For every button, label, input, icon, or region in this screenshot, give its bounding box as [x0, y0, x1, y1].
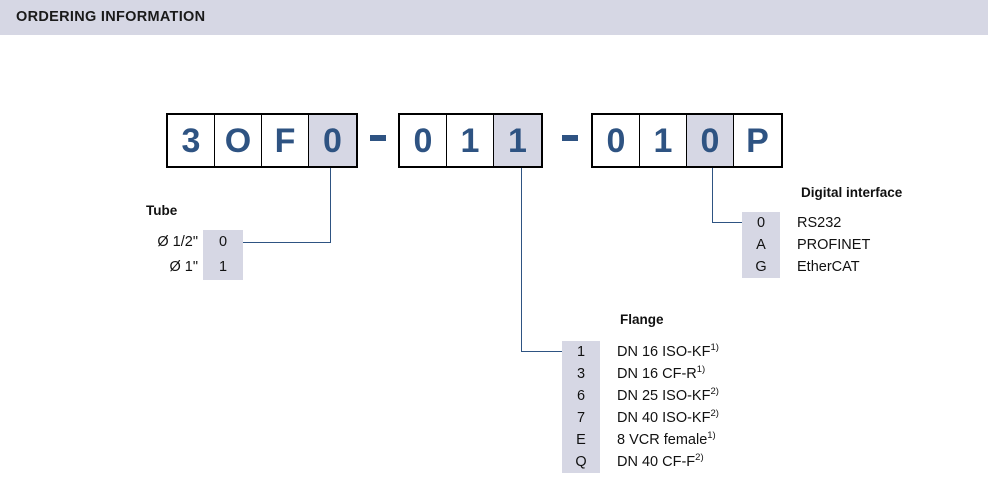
option-labels-tube: Ø 1/2" Ø 1": [130, 230, 198, 280]
connector-flange-vertical: [521, 168, 523, 352]
order-code-cell: 0: [400, 115, 447, 166]
option-footnote-marker: 2): [695, 452, 704, 464]
option-description-text: PROFINET: [797, 237, 871, 253]
order-code-separator-1: [370, 135, 386, 141]
order-code-cell: 3: [168, 115, 215, 166]
connector-tube-vertical: [330, 168, 332, 243]
option-description-text: EtherCAT: [797, 259, 860, 275]
option-code: Q: [575, 454, 587, 470]
page-title: ORDERING INFORMATION: [16, 9, 206, 25]
option-code: 1: [218, 259, 228, 275]
option-code: 6: [576, 388, 586, 404]
connector-digital-interface-vertical: [712, 168, 714, 223]
section-header-bar: ORDERING INFORMATION: [0, 0, 988, 35]
option-code: 1: [576, 344, 586, 360]
option-description: DN 16 ISO-KF1): [617, 341, 719, 363]
option-description: PROFINET: [797, 234, 870, 256]
option-footnote-marker: 2): [710, 408, 719, 420]
option-code: 7: [576, 410, 586, 426]
order-code-separator-2: [562, 135, 578, 141]
option-description-text: DN 16 CF-R: [617, 366, 697, 382]
order-code-cell: P: [734, 115, 781, 166]
option-description: DN 40 ISO-KF2): [617, 407, 719, 429]
order-code-cell: O: [215, 115, 262, 166]
option-code: 3: [576, 366, 586, 382]
option-descriptions-flange: DN 16 ISO-KF1)DN 16 CF-R1)DN 25 ISO-KF2)…: [617, 341, 719, 473]
option-description-text: DN 40 ISO-KF: [617, 410, 711, 426]
option-code: A: [756, 237, 766, 253]
connector-flange-horizontal: [521, 351, 563, 353]
option-code: G: [755, 259, 767, 275]
option-description: DN 25 ISO-KF2): [617, 385, 719, 407]
order-code-cell: 0: [593, 115, 640, 166]
option-label: Ø 1": [169, 259, 198, 275]
option-code: E: [576, 432, 586, 448]
order-code-cell: 1: [640, 115, 687, 166]
option-footnote-marker: 1): [696, 364, 706, 376]
connector-tube-horizontal: [243, 242, 331, 244]
option-code: 0: [756, 215, 766, 231]
option-description: EtherCAT: [797, 256, 870, 278]
option-description: RS232: [797, 212, 870, 234]
option-description: 8 VCR female1): [617, 429, 719, 451]
option-description: DN 40 CF-F2): [617, 451, 719, 473]
order-code-cell: 0: [687, 115, 734, 166]
option-title-tube: Tube: [146, 203, 178, 218]
option-title-digital-interface: Digital interface: [801, 185, 903, 200]
option-description-text: 8 VCR female: [617, 432, 708, 448]
option-footnote-marker: 2): [710, 386, 719, 398]
order-code-cell: 1: [447, 115, 494, 166]
option-footnote-marker: 1): [707, 430, 716, 442]
option-description-text: DN 16 ISO-KF: [617, 344, 711, 360]
order-code-cell: 0: [309, 115, 356, 166]
option-description-text: RS232: [797, 215, 842, 231]
option-title-flange: Flange: [620, 312, 664, 327]
order-code-cell: F: [262, 115, 309, 166]
option-label: Ø 1/2": [157, 234, 198, 250]
order-code-cell: 1: [494, 115, 541, 166]
option-description: DN 16 CF-R1): [617, 363, 719, 385]
option-description-text: DN 40 CF-F: [617, 454, 696, 470]
connector-digital-interface-horizontal: [712, 222, 743, 224]
option-description-text: DN 25 ISO-KF: [617, 388, 711, 404]
option-code: 0: [218, 234, 228, 250]
option-footnote-marker: 1): [710, 342, 719, 354]
